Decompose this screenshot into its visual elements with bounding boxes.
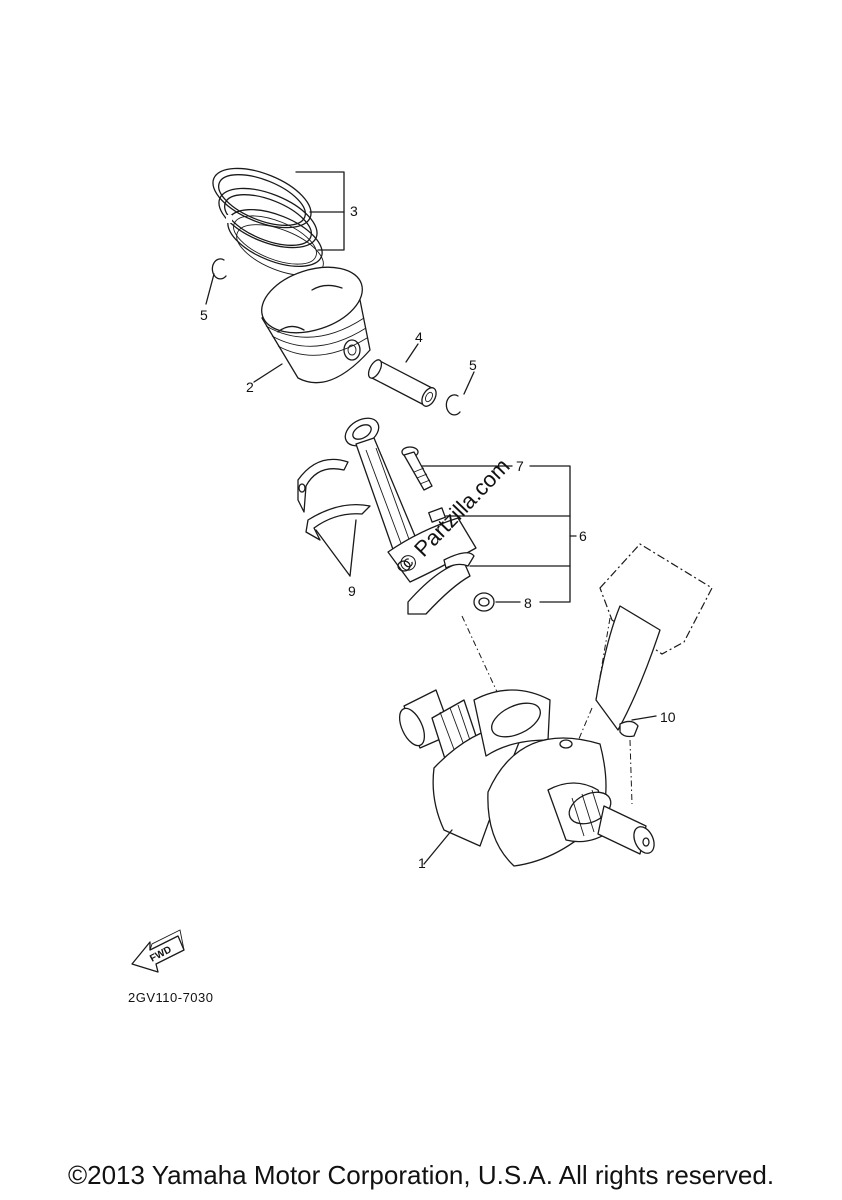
callout-10: 10 xyxy=(660,709,676,725)
connecting-rod xyxy=(344,417,477,583)
callout-5-left: 5 xyxy=(200,307,208,323)
callout-2: 2 xyxy=(246,379,254,395)
forward-arrow-icon: FWD xyxy=(131,929,185,973)
callout-1: 1 xyxy=(418,855,426,871)
plane-bearings xyxy=(297,458,371,541)
piston-pin-clip-left xyxy=(211,258,227,280)
piston xyxy=(261,266,371,384)
connecting-rod-nut xyxy=(473,592,495,612)
callout-6: 6 xyxy=(579,528,587,544)
piston-pin-clip-right xyxy=(445,394,461,416)
connecting-rod-cap xyxy=(407,552,475,615)
piston-rings xyxy=(212,167,324,276)
callout-9: 9 xyxy=(348,583,356,599)
callout-7: 7 xyxy=(516,458,524,474)
callout-5-right: 5 xyxy=(469,357,477,373)
copyright-notice: ©2013 Yamaha Motor Corporation, U.S.A. A… xyxy=(67,1160,775,1190)
diagram-code: 2GV110-7030 xyxy=(128,990,214,1005)
leader-lines xyxy=(205,171,657,865)
callout-4: 4 xyxy=(415,329,423,345)
phantom-rod-and-piston xyxy=(595,543,713,731)
woodruff-key xyxy=(619,720,639,805)
callout-8: 8 xyxy=(524,595,532,611)
crankshaft xyxy=(398,689,655,867)
piston-pin xyxy=(367,359,437,407)
connecting-rod-bolt xyxy=(401,446,433,491)
callout-3: 3 xyxy=(350,203,358,219)
